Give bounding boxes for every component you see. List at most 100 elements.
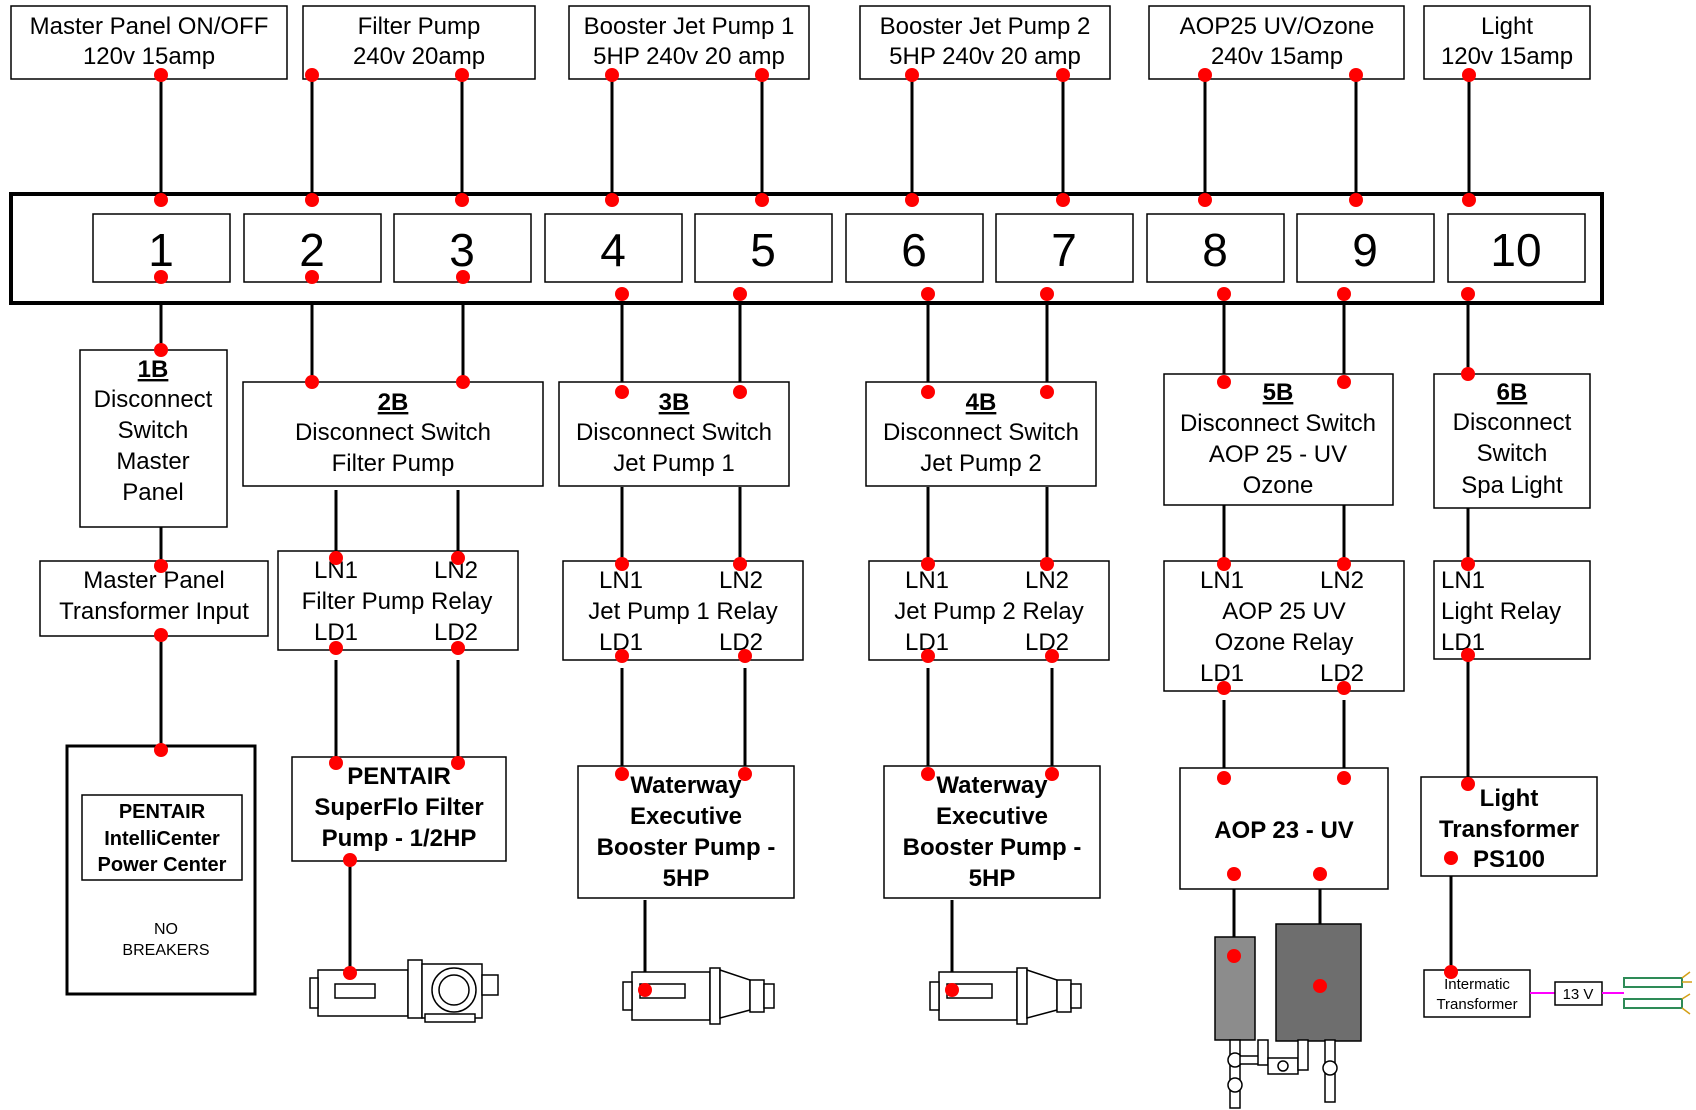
breaker-aop25-uv-ozone: AOP25 UV/Ozone 240v 15amp — [1148, 5, 1405, 80]
breaker-label-line2: 120v 15amp — [1441, 43, 1573, 70]
intermatic-transformer: Intermatic Transformer — [1423, 969, 1531, 1018]
terminal-9: 9 — [1296, 213, 1435, 283]
transformer-input-line1: Master Panel — [83, 567, 224, 594]
breaker-label-line1: Filter Pump — [358, 13, 481, 40]
breaker-label-line1: Booster Jet Pump 1 — [584, 13, 795, 40]
master-panel-transformer-input: Master Panel Transformer Input — [39, 560, 269, 637]
terminal-number: 1 — [148, 224, 174, 276]
relay-name-line1: AOP 25 UV — [1222, 598, 1346, 625]
voltage-label-box: 13 V — [1554, 981, 1603, 1006]
power-center-line: PENTAIR — [119, 801, 206, 823]
intermatic-line1: Intermatic — [1444, 976, 1510, 993]
transformer-input-line2: Transformer Input — [59, 598, 249, 625]
pentair-intellicenter-power-center: PENTAIR IntelliCenter Power Center NO BR… — [65, 744, 257, 996]
power-center-line: IntelliCenter — [104, 828, 220, 850]
disconnect-line: Switch — [1477, 440, 1548, 467]
terminal-7: 7 — [995, 213, 1134, 283]
disconnect-line: Disconnect Switch — [883, 419, 1079, 446]
disconnect-line: Switch — [118, 417, 189, 444]
terminal-strip: 1 2 3 4 5 6 7 8 — [9, 192, 1604, 305]
equipment-line: Transformer — [1439, 816, 1579, 843]
equipment-line: 5HP — [663, 865, 710, 892]
relay-ln1: LN1 — [1200, 567, 1244, 594]
disconnect-4b: 4B Disconnect Switch Jet Pump 2 — [865, 381, 1097, 487]
power-center-note: BREAKERS — [122, 942, 209, 959]
disconnect-id: 2B — [378, 389, 409, 416]
equipment-line: SuperFlo Filter — [314, 794, 483, 821]
disconnect-line: AOP 25 - UV — [1209, 441, 1347, 468]
disconnect-id: 4B — [966, 389, 997, 416]
equipment-line: Light — [1480, 785, 1539, 812]
breaker-label-line2: 5HP 240v 20 amp — [889, 43, 1081, 70]
disconnect-line: Filter Pump — [332, 450, 455, 477]
equipment-line: Pump - 1/2HP — [322, 825, 477, 852]
terminal-4: 4 — [544, 213, 683, 283]
disconnect-id: 3B — [659, 389, 690, 416]
equipment-booster-pump-2: Waterway Executive Booster Pump - 5HP — [883, 765, 1101, 899]
disconnect-5b: 5B Disconnect Switch AOP 25 - UV Ozone — [1163, 373, 1394, 506]
terminal-number: 2 — [299, 224, 325, 276]
relay-ln2: LN2 — [719, 567, 763, 594]
equipment-line: Executive — [936, 803, 1048, 830]
relay-ln2: LN2 — [1025, 567, 1069, 594]
disconnect-2b: 2B Disconnect Switch Filter Pump — [242, 381, 544, 487]
relay-ln1: LN1 — [1441, 567, 1485, 594]
equipment-line: Waterway — [630, 772, 742, 799]
spa-light-icon — [1623, 971, 1692, 1015]
disconnect-id: 5B — [1263, 379, 1294, 406]
intermatic-line2: Transformer — [1436, 996, 1517, 1013]
breaker-row: Master Panel ON/OFF 120v 15amp Filter Pu… — [10, 5, 1591, 80]
equipment-line: 5HP — [969, 865, 1016, 892]
relay-filter-pump: LN1 LN2 Filter Pump Relay LD1 LD2 — [277, 550, 519, 651]
disconnect-line: Disconnect — [1453, 409, 1572, 436]
relay-name-line2: Ozone Relay — [1215, 629, 1354, 656]
equipment-line: PS100 — [1473, 846, 1545, 873]
terminal-8: 8 — [1146, 213, 1285, 283]
terminal-number: 5 — [750, 224, 776, 276]
equipment-line: Booster Pump - — [597, 834, 776, 861]
filter-pump-icon — [309, 959, 499, 1023]
disconnect-line: Panel — [122, 479, 183, 506]
relay-jet-pump-2: LN1 LN2 Jet Pump 2 Relay LD1 LD2 — [868, 560, 1110, 661]
breaker-booster-jet-pump-1: Booster Jet Pump 1 5HP 240v 20 amp — [568, 5, 810, 80]
relay-name: Filter Pump Relay — [302, 588, 493, 615]
disconnect-3b: 3B Disconnect Switch Jet Pump 1 — [558, 381, 790, 487]
disconnect-1b: 1B Disconnect Switch Master Panel — [79, 349, 228, 528]
equipment-filter-pump: PENTAIR SuperFlo Filter Pump - 1/2HP — [291, 756, 507, 862]
equipment-aop23-uv: AOP 23 - UV — [1179, 767, 1389, 890]
equipment-line: Executive — [630, 803, 742, 830]
relay-ln1: LN1 — [599, 567, 643, 594]
disconnect-id: 6B — [1497, 379, 1528, 406]
terminal-number: 3 — [449, 224, 475, 276]
terminal-number: 7 — [1051, 224, 1077, 276]
disconnect-line: Jet Pump 2 — [920, 450, 1041, 477]
disconnect-line: Disconnect — [94, 386, 213, 413]
terminal-number: 4 — [600, 224, 626, 276]
relay-light: LN1 Light Relay LD1 — [1433, 560, 1591, 660]
breaker-label-line2: 240v 15amp — [1211, 43, 1343, 70]
breaker-booster-jet-pump-2: Booster Jet Pump 2 5HP 240v 20 amp — [859, 5, 1111, 80]
relay-aop25-uv-ozone: LN1 LN2 AOP 25 UV Ozone Relay LD1 LD2 — [1163, 560, 1405, 692]
equipment-line: PENTAIR — [347, 763, 451, 790]
breaker-label-line1: Master Panel ON/OFF — [30, 13, 269, 40]
equipment-line: AOP 23 - UV — [1214, 817, 1354, 844]
relay-jet-pump-1: LN1 LN2 Jet Pump 1 Relay LD1 LD2 — [562, 560, 804, 661]
breaker-label-line2: 5HP 240v 20 amp — [593, 43, 785, 70]
breaker-label-line1: AOP25 UV/Ozone — [1180, 13, 1375, 40]
uv-ozone-unit-icon — [1214, 923, 1362, 1109]
disconnect-line: Master — [116, 448, 189, 475]
breaker-light: Light 120v 15amp — [1423, 5, 1591, 80]
breaker-label-line1: Light — [1481, 13, 1533, 40]
power-center-note: NO — [154, 921, 178, 938]
terminal-10: 10 — [1447, 213, 1586, 283]
disconnect-id: 1B — [138, 356, 169, 383]
terminal-number: 10 — [1490, 224, 1541, 276]
breaker-label-line2: 240v 20amp — [353, 43, 485, 70]
breaker-filter-pump: Filter Pump 240v 20amp — [302, 5, 536, 80]
equipment-line: Waterway — [936, 772, 1048, 799]
terminal-6: 6 — [845, 213, 984, 283]
relay-name: Jet Pump 2 Relay — [894, 598, 1083, 625]
terminal-2: 2 — [243, 213, 382, 283]
relay-ln2: LN2 — [1320, 567, 1364, 594]
